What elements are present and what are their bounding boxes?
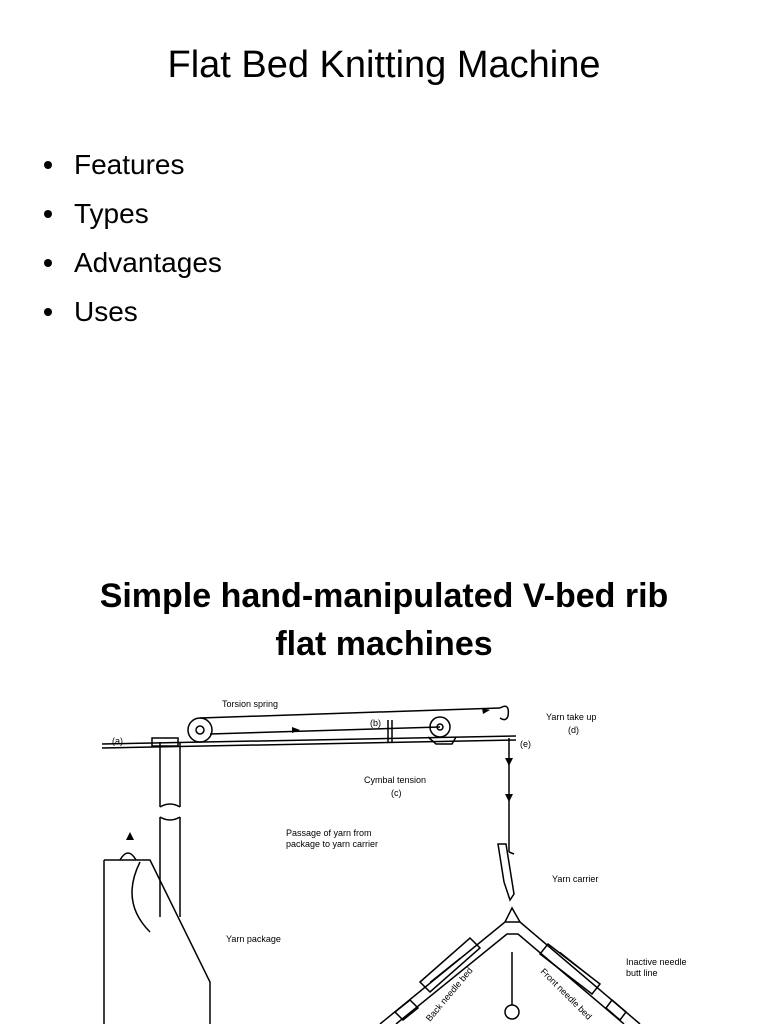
label-passage-line2: package to yarn carrier xyxy=(286,839,378,849)
label-cymbal-tension: Cymbal tension xyxy=(364,775,426,785)
bullet-item: Types xyxy=(44,189,222,238)
yarn-line-lower xyxy=(209,726,441,735)
yarn-take-up-hook xyxy=(499,705,510,721)
label-b: (b) xyxy=(370,718,381,728)
top-rail xyxy=(101,735,517,745)
slide-vbed-machines: Simple hand-manipulated V-bed rib flat m… xyxy=(0,512,768,1024)
bullet-dot-icon xyxy=(44,209,52,218)
bullet-text: Advantages xyxy=(74,247,222,278)
slide-title: Simple hand-manipulated V-bed rib flat m… xyxy=(0,572,768,668)
yarn-package xyxy=(104,859,211,1024)
label-e: (e) xyxy=(520,739,531,749)
slide-title-line2: flat machines xyxy=(275,625,493,663)
label-inactive-line2: butt line xyxy=(626,968,658,978)
bullet-text: Features xyxy=(74,149,185,180)
label-passage-line1: Passage of yarn from xyxy=(286,828,372,838)
torsion-spring-pulley xyxy=(187,717,213,743)
label-c: (c) xyxy=(391,788,402,798)
bullet-list: Features Types Advantages Uses xyxy=(44,140,222,336)
needle-bed-v xyxy=(379,921,641,1024)
label-torsion-spring: Torsion spring xyxy=(222,699,278,709)
label-yarn-take-up: Yarn take up xyxy=(546,712,596,722)
bullet-dot-icon xyxy=(44,307,52,316)
bullet-item: Features xyxy=(44,140,222,189)
bullet-text: Uses xyxy=(74,296,138,327)
yarn-passage-diagram: Torsion spring (a) (b) Yarn take up (d) … xyxy=(101,699,687,1024)
bullet-dot-icon xyxy=(44,258,52,267)
bullet-text: Types xyxy=(74,198,149,229)
bullet-item: Advantages xyxy=(44,238,222,287)
label-yarn-carrier: Yarn carrier xyxy=(552,874,598,884)
front-needle-bed-hatch xyxy=(538,942,628,1022)
bullet-item: Uses xyxy=(44,287,222,336)
label-a: (a) xyxy=(112,736,123,746)
cymbal-tension xyxy=(429,716,451,738)
slide-title: Flat Bed Knitting Machine xyxy=(167,44,601,86)
yarn-carrier xyxy=(497,843,515,902)
yarn-line-upper xyxy=(199,707,501,719)
slide-title-line1: Simple hand-manipulated V-bed rib xyxy=(99,577,669,615)
slide-features: Flat Bed Knitting Machine Features Types… xyxy=(44,44,601,336)
label-yarn-package: Yarn package xyxy=(226,934,281,944)
bullet-dot-icon xyxy=(44,160,52,169)
back-needle-bed-hatch xyxy=(393,936,482,1022)
label-d: (d) xyxy=(568,725,579,735)
label-inactive-line1: Inactive needle xyxy=(626,957,687,967)
